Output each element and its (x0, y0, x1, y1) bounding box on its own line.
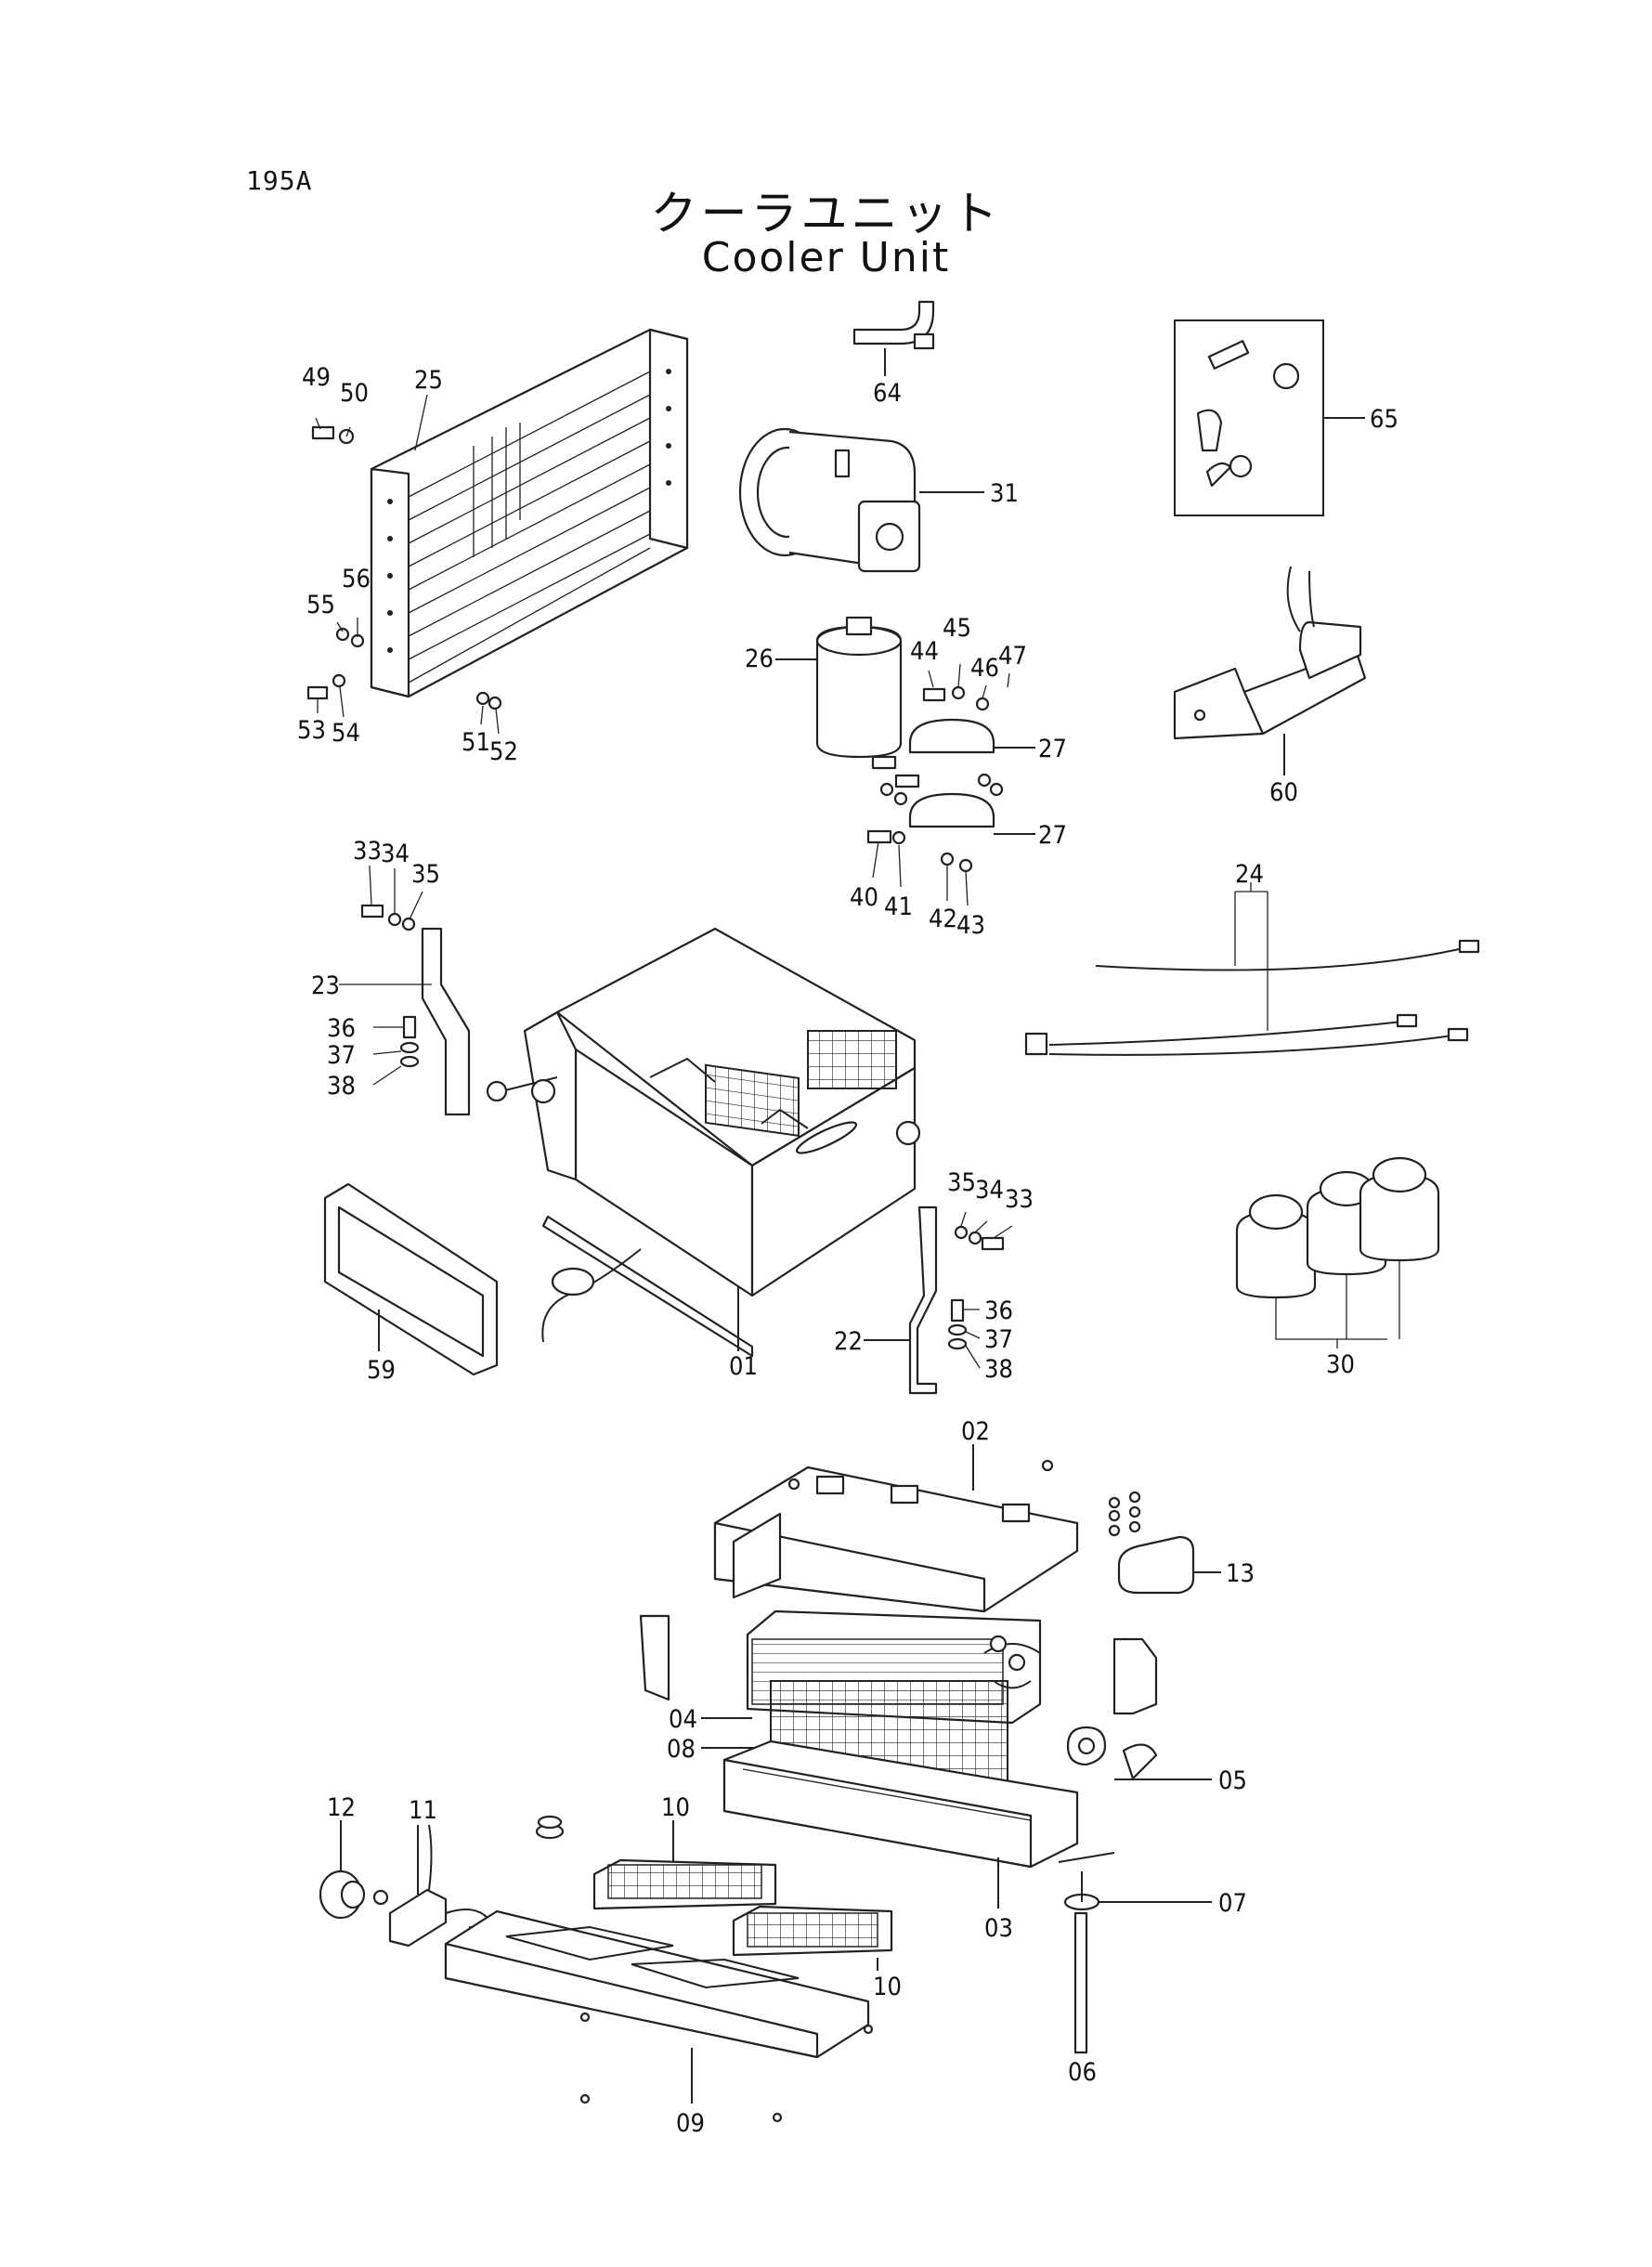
callout-06: 06 (1068, 2058, 1097, 2087)
part-12 (319, 1820, 389, 1920)
callout-26: 26 (745, 645, 774, 673)
filters-30 (1235, 1156, 1440, 1348)
callout-labels: 01 02 03 04 05 06 07 08 09 10 10 11 12 1… (297, 363, 1398, 2138)
callout-46: 46 (970, 654, 999, 683)
leader-lines (315, 394, 1013, 1369)
receiver-drier-26 (775, 616, 903, 759)
callout-47: 47 (998, 642, 1027, 671)
callout-33b: 33 (1005, 1185, 1034, 1214)
callout-64: 64 (873, 379, 902, 408)
callout-34b: 34 (975, 1176, 1004, 1205)
callout-04: 04 (669, 1705, 697, 1734)
callout-31: 31 (990, 479, 1019, 508)
callout-44: 44 (910, 637, 939, 666)
callout-27a: 27 (1038, 735, 1067, 763)
callout-08: 08 (667, 1735, 696, 1764)
callout-11: 11 (409, 1796, 437, 1825)
callout-05: 05 (1218, 1766, 1247, 1795)
callout-36a: 36 (327, 1014, 356, 1043)
callout-35a: 35 (411, 860, 440, 889)
callout-55: 55 (306, 591, 335, 619)
condenser-25 (306, 328, 689, 710)
callout-02: 02 (961, 1417, 990, 1446)
callout-13: 13 (1226, 1559, 1255, 1588)
page-number: 195A (246, 165, 313, 196)
callout-24: 24 (1235, 860, 1264, 889)
callout-45: 45 (943, 614, 971, 643)
drain-valve-07 (1063, 1871, 1212, 1911)
title-japanese: クーラユニット (650, 187, 1002, 241)
callout-50: 50 (340, 379, 369, 408)
callout-54: 54 (332, 719, 360, 748)
callout-52: 52 (489, 737, 518, 766)
compressor-31 (738, 427, 984, 573)
grille-10a (592, 1820, 777, 1910)
callout-38a: 38 (327, 1072, 356, 1101)
fitting-64 (852, 300, 935, 376)
callout-09: 09 (676, 2109, 705, 2138)
cover-02 (713, 1444, 1141, 1613)
callout-59: 59 (367, 1356, 396, 1385)
callout-49: 49 (302, 363, 331, 392)
callout-56: 56 (342, 565, 371, 593)
callout-23: 23 (311, 971, 340, 1000)
callout-51: 51 (462, 728, 490, 757)
callout-22: 22 (834, 1327, 863, 1356)
callout-10a: 10 (661, 1793, 690, 1822)
drain-tray-03 (722, 1739, 1115, 1909)
part-13 (1117, 1535, 1221, 1595)
callout-36b: 36 (984, 1296, 1013, 1325)
bracket-22 (864, 1205, 1005, 1395)
callout-34a: 34 (381, 840, 410, 868)
hose-fitting-set-65 (1174, 319, 1365, 516)
drain-hose-06 (1073, 1911, 1088, 2054)
wire-harness-24 (1024, 882, 1480, 1056)
callout-12: 12 (327, 1793, 356, 1822)
callout-42: 42 (929, 905, 957, 933)
callout-10b: 10 (873, 1973, 902, 2001)
title-english: Cooler Unit (701, 234, 951, 281)
callout-07: 07 (1218, 1889, 1247, 1918)
callout-03: 03 (984, 1914, 1013, 1943)
callout-37a: 37 (327, 1041, 356, 1070)
part-05 (1066, 1726, 1212, 1780)
callout-60: 60 (1269, 778, 1298, 807)
brackets-27 (866, 685, 1035, 873)
callout-01: 01 (729, 1352, 758, 1381)
callout-33a: 33 (353, 837, 382, 866)
side-brackets (639, 1614, 1158, 1780)
grille-10b (732, 1905, 893, 1971)
callout-35b: 35 (947, 1168, 976, 1197)
callout-37b: 37 (984, 1325, 1013, 1354)
bracket-23 (360, 904, 471, 1116)
housing-09 (444, 1909, 874, 2123)
grille-panel-59 (323, 1182, 499, 1376)
callout-27b: 27 (1038, 821, 1067, 850)
callout-40: 40 (850, 883, 878, 912)
bracket-60 (1173, 566, 1367, 775)
grommet (535, 1815, 565, 1840)
callout-43: 43 (956, 911, 985, 940)
callout-65: 65 (1370, 405, 1398, 434)
callout-53: 53 (297, 716, 326, 745)
cooler-unit-assembly-01 (486, 927, 921, 1358)
callout-30: 30 (1326, 1350, 1355, 1379)
callout-25: 25 (414, 366, 443, 395)
callout-38b: 38 (984, 1355, 1013, 1384)
callout-41: 41 (884, 892, 913, 921)
